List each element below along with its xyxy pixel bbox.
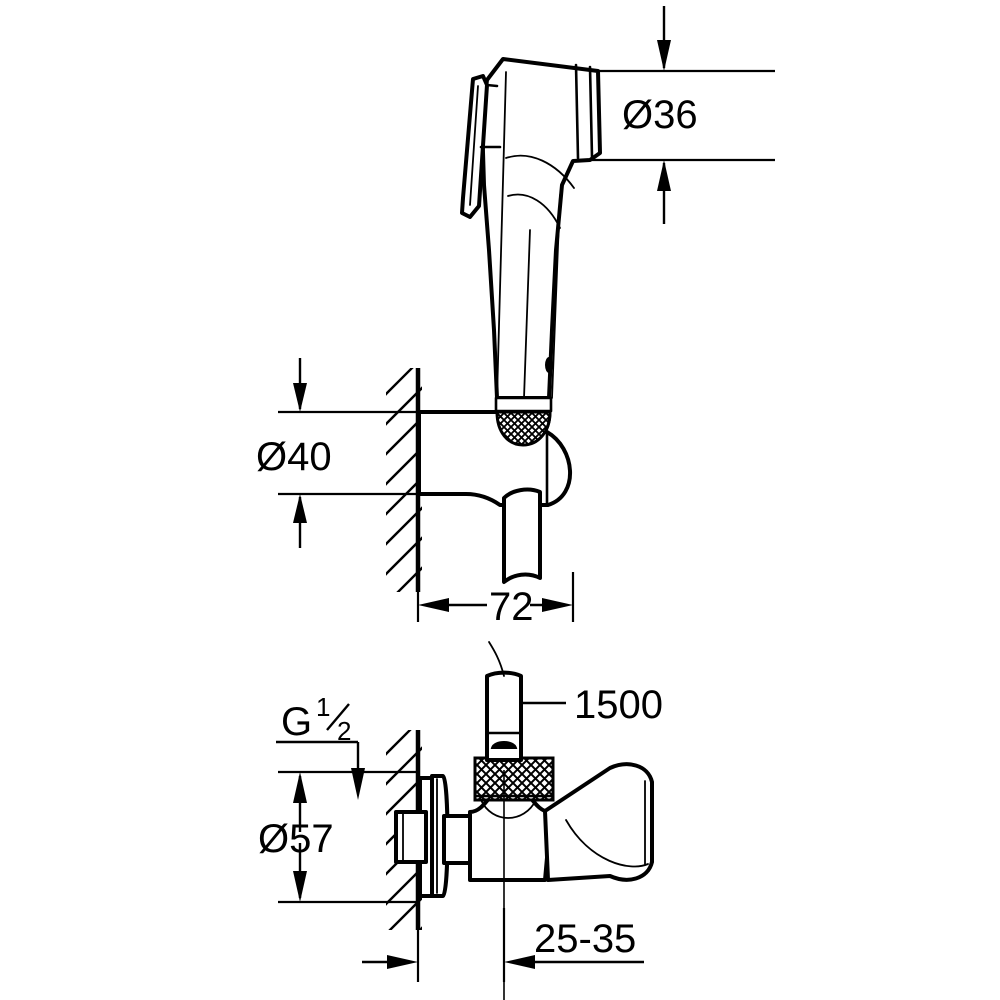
spray-head-contour-upper — [505, 154, 575, 189]
gHalf-prefix: G — [281, 700, 312, 744]
valve-inlet-thread-body — [394, 810, 428, 864]
hose-sleeve-marking — [490, 741, 518, 749]
hose-upper-segment — [502, 487, 542, 584]
trigger-pivot-top — [485, 83, 499, 88]
valve-inlet-barrel — [442, 814, 472, 865]
dim2535-label: 25-35 — [534, 917, 636, 961]
spray-head-front-edge-line — [574, 63, 580, 160]
dim72-label: 72 — [489, 585, 534, 629]
gHalf-numerator: 1 — [316, 692, 330, 722]
hose-tail-curve — [488, 641, 505, 677]
gHalf-arrow — [351, 768, 365, 800]
dim57-label: Ø57 — [258, 817, 334, 861]
dimension-diameter-36: Ø36 — [586, 6, 775, 224]
dimension-diameter-40: Ø40 — [256, 358, 470, 548]
spray-head-contour-lower — [507, 193, 561, 229]
spray-head-button-detail — [545, 357, 553, 373]
dim36-arrow-bottom — [657, 160, 671, 191]
dim40-arrow-top — [293, 383, 307, 412]
upper-wall — [386, 368, 422, 592]
gHalf-fraction-bar — [326, 703, 350, 731]
valve-inlet-in-wall — [394, 810, 428, 864]
valve-body-fillet — [480, 799, 537, 819]
valve-knurled-nut — [473, 756, 555, 802]
gHalf-denominator: 2 — [337, 716, 351, 746]
spray-head-front-edge-line2 — [588, 65, 594, 159]
dimension-thread-g-half: G 1 2 — [276, 692, 365, 800]
upper-view-group: Ø36 Ø40 72 — [256, 6, 775, 629]
lower-view-group: 1500 G 1 2 Ø57 — [258, 641, 663, 1000]
dim57-arrow-top — [293, 772, 307, 803]
dimension-hose-1500: 1500 — [521, 683, 663, 727]
dim2535-arrow-left — [387, 955, 418, 969]
dimension-depth-72: 72 — [416, 572, 575, 629]
valve-handle-inner-contour — [565, 819, 649, 868]
spray-head-knurled-nut-front — [495, 410, 552, 447]
spray-head-collar — [494, 396, 553, 413]
dim2535-arrow-right — [504, 955, 535, 969]
hose-lower-sleeve — [485, 670, 523, 762]
dim40-arrow-bottom — [293, 494, 307, 523]
valve-handle — [543, 762, 654, 882]
trigger-lever-inner-line — [469, 85, 479, 206]
dim40-label: Ø40 — [256, 435, 332, 479]
dim36-label: Ø36 — [622, 93, 698, 137]
spray-head-edge-mid — [523, 229, 531, 399]
dim1500-label: 1500 — [574, 683, 663, 727]
dim72-arrow-right — [542, 598, 573, 612]
spray-head-edge-left-inner — [496, 71, 507, 399]
upper-wall-hatching — [386, 368, 422, 592]
dim36-arrow-top — [657, 40, 671, 71]
dimension-diameter-57: Ø57 — [258, 770, 420, 904]
dimension-range-25-35: 25-35 — [362, 908, 644, 982]
dim72-arrow-left — [418, 598, 449, 612]
hose-stub — [502, 487, 542, 584]
wall-holder-bracket — [417, 410, 573, 507]
dim57-arrow-bottom — [293, 871, 307, 902]
spray-head-edge-right-inner — [551, 194, 561, 399]
valve-body — [468, 795, 552, 882]
angle-valve — [442, 641, 654, 1000]
